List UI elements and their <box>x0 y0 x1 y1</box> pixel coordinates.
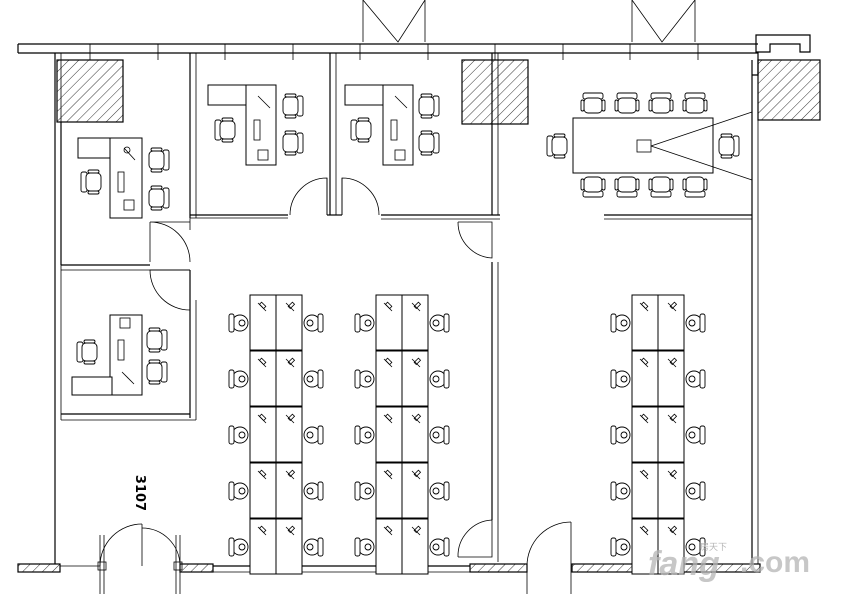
workstation-chair <box>429 313 450 333</box>
workstation-desk-pair <box>249 350 303 407</box>
workstation-chair <box>429 537 450 557</box>
watermark-domain: .com <box>740 546 810 579</box>
office-furniture <box>71 84 440 396</box>
workstation-chair <box>610 425 631 445</box>
workstation-desk-pair <box>631 462 685 519</box>
workstation-chair <box>685 481 706 501</box>
workstation-chair <box>228 313 249 333</box>
doors <box>97 177 572 594</box>
watermark: fang .com 房天下 <box>648 541 810 583</box>
meeting-room <box>546 92 753 198</box>
workstation-chair <box>354 313 375 333</box>
workstation-desk-pair <box>249 462 303 519</box>
structural-columns <box>56 59 821 125</box>
workstation-desk-pair <box>375 294 429 351</box>
workstation-desk-pair <box>375 518 429 575</box>
workstation-cluster-2 <box>354 294 450 575</box>
workstation-chair <box>429 369 450 389</box>
workstation-desk-pair <box>249 294 303 351</box>
workstation-desk-pair <box>375 350 429 407</box>
interior-partitions <box>60 53 752 562</box>
workstation-chair <box>354 425 375 445</box>
workstation-chair <box>228 369 249 389</box>
workstation-chair <box>303 425 324 445</box>
watermark-brand: fang <box>648 545 720 583</box>
workstation-cluster-3 <box>610 294 706 575</box>
workstation-chair <box>610 313 631 333</box>
workstation-cluster-1 <box>228 294 324 575</box>
watermark-tagline: 房天下 <box>700 541 727 553</box>
workstation-chair <box>228 537 249 557</box>
workstation-desk-pair <box>249 518 303 575</box>
workstation-chair <box>610 537 631 557</box>
workstation-chair <box>354 369 375 389</box>
workstation-chair <box>303 481 324 501</box>
workstation-desk-pair <box>375 462 429 519</box>
workstation-chair <box>303 537 324 557</box>
workstation-desk-pair <box>631 350 685 407</box>
workstation-desk-pair <box>375 406 429 463</box>
workstation-chair <box>685 313 706 333</box>
room-number: 3107 <box>132 475 147 511</box>
workstation-chair <box>303 313 324 333</box>
workstation-chair <box>303 369 324 389</box>
workstation-chair <box>228 425 249 445</box>
workstation-desk-pair <box>631 294 685 351</box>
workstation-chair <box>228 481 249 501</box>
workstation-chair <box>429 425 450 445</box>
workstation-chair <box>685 425 706 445</box>
workstation-chair <box>685 369 706 389</box>
workstation-chair <box>610 481 631 501</box>
workstation-chair <box>610 369 631 389</box>
workstation-desk-pair <box>249 406 303 463</box>
workstation-chair <box>429 481 450 501</box>
workstation-desk-pair <box>631 406 685 463</box>
workstation-chair <box>354 537 375 557</box>
workstation-chair <box>354 481 375 501</box>
